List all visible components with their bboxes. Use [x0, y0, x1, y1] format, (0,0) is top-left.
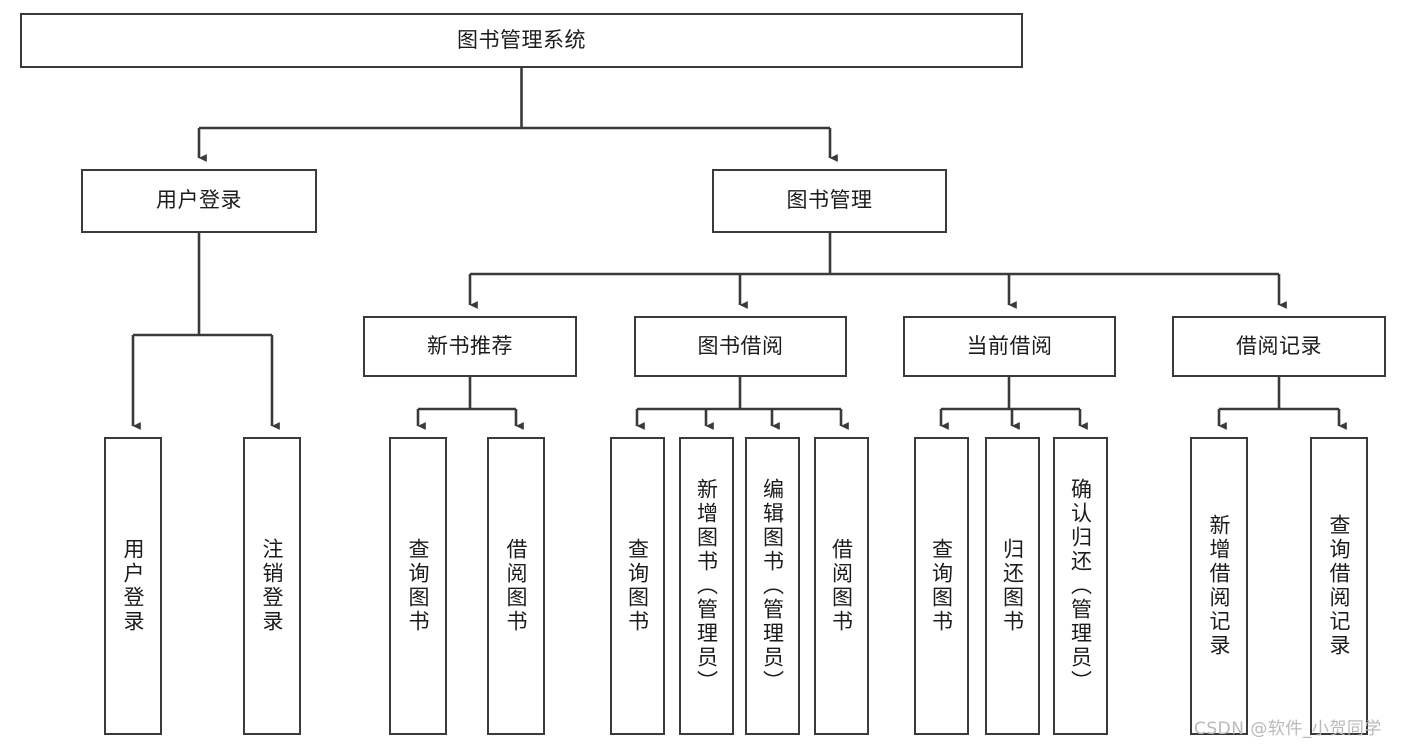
- leaf-borrow-book[interactable]: 借阅图书: [814, 437, 869, 735]
- leaf-label: 用户登录: [121, 538, 145, 634]
- leaf-query-borrow-record[interactable]: 查询借阅记录: [1310, 437, 1368, 735]
- leaf-add-borrow-record[interactable]: 新增借阅记录: [1190, 437, 1248, 735]
- leaf-label: 借阅图书: [504, 538, 528, 634]
- leaf-label: 查询图书: [625, 538, 650, 634]
- leaf-label: 查询借阅记录: [1327, 514, 1351, 658]
- leaf-label: 确认归还（管理员）: [1068, 478, 1093, 694]
- leaf-label: 借阅图书: [829, 538, 854, 634]
- leaf-query-book-current[interactable]: 查询图书: [914, 437, 969, 735]
- leaf-query-book-borrow[interactable]: 查询图书: [610, 437, 665, 735]
- node-current-borrow[interactable]: 当前借阅: [903, 316, 1116, 377]
- leaf-label: 新增图书（管理员）: [694, 478, 719, 694]
- leaf-add-book-admin[interactable]: 新增图书（管理员）: [679, 437, 734, 735]
- node-user-login[interactable]: 用户登录: [81, 169, 317, 233]
- leaf-user-login[interactable]: 用户登录: [104, 437, 162, 735]
- leaf-logout[interactable]: 注销登录: [243, 437, 301, 735]
- leaf-label: 编辑图书（管理员）: [760, 478, 785, 694]
- leaf-confirm-return-admin[interactable]: 确认归还（管理员）: [1053, 437, 1108, 735]
- leaf-label: 查询图书: [406, 538, 430, 634]
- leaf-label: 新增借阅记录: [1207, 514, 1231, 658]
- leaf-edit-book-admin[interactable]: 编辑图书（管理员）: [745, 437, 800, 735]
- node-book-borrow[interactable]: 图书借阅: [634, 316, 847, 377]
- csdn-watermark: CSDN @软件_小贺同学: [1194, 719, 1382, 739]
- leaf-label: 注销登录: [260, 538, 284, 634]
- node-book-management-system[interactable]: 图书管理系统: [20, 13, 1023, 68]
- leaf-return-book[interactable]: 归还图书: [985, 437, 1040, 735]
- leaf-borrow-book-recommend[interactable]: 借阅图书: [487, 437, 545, 735]
- node-book-management[interactable]: 图书管理: [712, 169, 947, 233]
- leaf-label: 查询图书: [929, 538, 954, 634]
- node-borrow-record[interactable]: 借阅记录: [1172, 316, 1386, 377]
- node-new-book-recommend[interactable]: 新书推荐: [363, 316, 577, 377]
- leaf-query-book-recommend[interactable]: 查询图书: [389, 437, 447, 735]
- leaf-label: 归还图书: [1000, 538, 1025, 634]
